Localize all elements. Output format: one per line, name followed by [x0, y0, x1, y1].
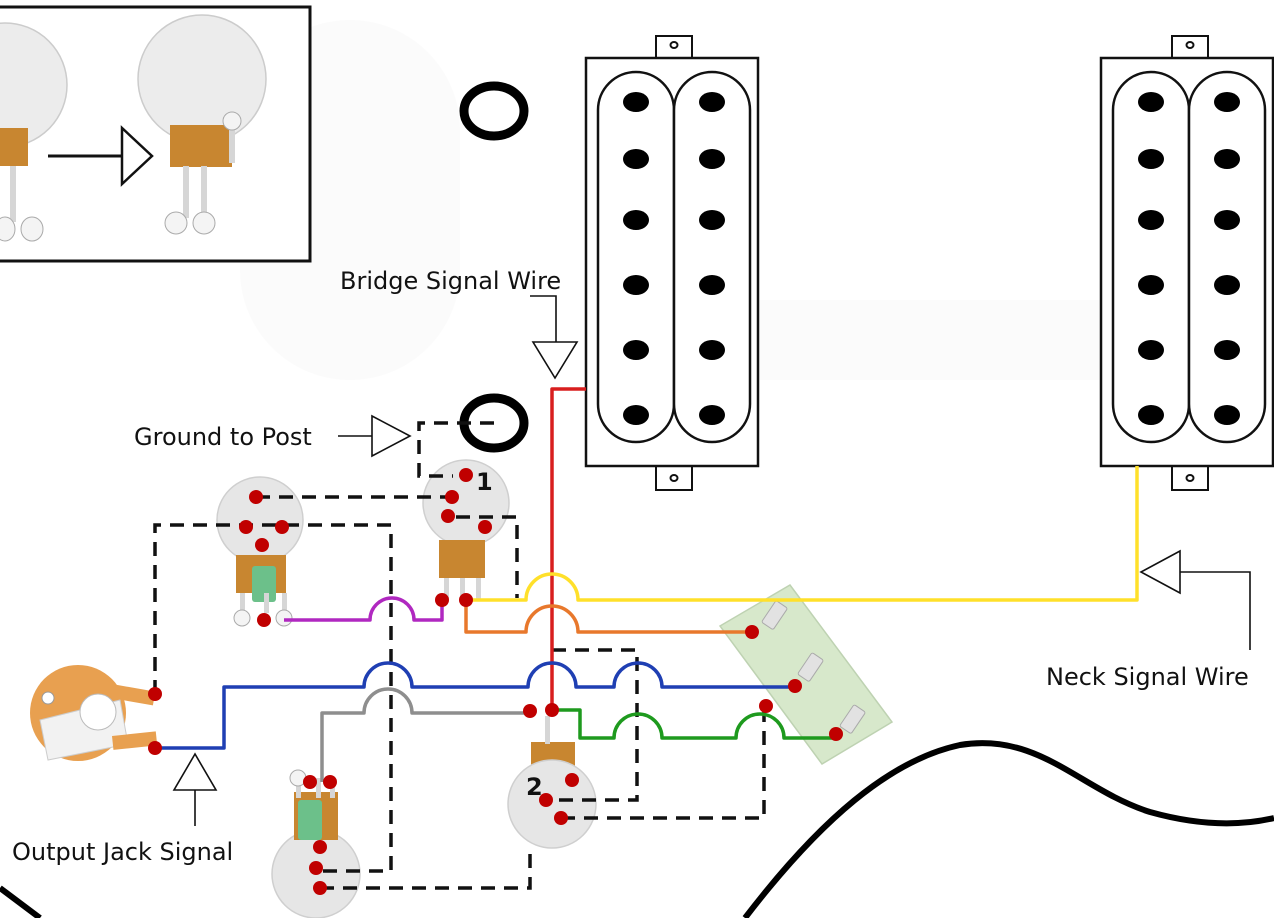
output-jack-label: Output Jack Signal: [12, 838, 233, 866]
bridge-signal-wire: [550, 387, 586, 710]
neck-signal-label: Neck Signal Wire: [1046, 663, 1249, 691]
pot-1-number: 1: [476, 468, 493, 496]
output-signal-wire: [155, 661, 795, 750]
bridge-pole-pieces: [623, 92, 725, 425]
volume-pot-1: [422, 459, 510, 600]
ground-wires: [153, 421, 766, 890]
pot-after-illustration: [137, 14, 267, 235]
purple-wire: [284, 596, 444, 622]
inset-arrow: [48, 125, 154, 187]
pickup-selector-switch: [718, 584, 894, 765]
post-ring-top: [459, 81, 529, 141]
volume-pot-2: [507, 716, 597, 849]
neck-signal-pointer: [1139, 549, 1251, 650]
guitar-body-edge: [742, 740, 1274, 918]
gray-wire: [320, 687, 530, 782]
pot-2-number: 2: [526, 773, 543, 801]
guitar-body-edge-left: [0, 885, 42, 918]
neck-pickup: [1099, 35, 1274, 491]
bridge-pickup: [584, 35, 760, 491]
output-jack-pointer: [172, 752, 218, 826]
inset-panel: [0, 5, 312, 263]
ground-post-pointer: [338, 414, 412, 458]
neck-pole-pieces: [1138, 92, 1240, 425]
neck-signal-wire: [466, 466, 1139, 602]
ground-post-label: Ground to Post: [134, 423, 312, 451]
bridge-signal-pointer: [530, 295, 579, 380]
solder-joints: [148, 468, 843, 895]
orange-wire: [464, 600, 752, 634]
pot-before-illustration: [0, 22, 68, 242]
bridge-signal-label: Bridge Signal Wire: [340, 267, 561, 295]
output-jack: [30, 665, 158, 761]
green-wire: [552, 708, 836, 740]
